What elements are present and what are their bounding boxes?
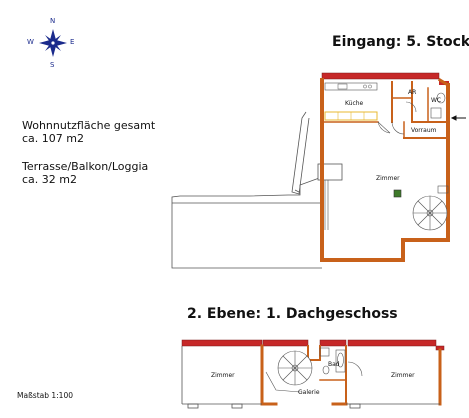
area-total-label: Wohnnutzfläche gesamt xyxy=(22,119,156,132)
room-label-kueche: Küche xyxy=(345,100,364,107)
compass-east-label: E xyxy=(70,38,75,46)
entrance-arrow-icon xyxy=(450,115,466,121)
floor1-kitchen-fixtures xyxy=(324,82,378,121)
floor2-roof-edge xyxy=(181,339,445,351)
floor1-title: Eingang: 5. Stock xyxy=(332,34,469,50)
floor2-bath-fixtures xyxy=(319,347,346,375)
floor1-fireplace xyxy=(393,189,402,198)
floor1-wc-fixtures xyxy=(377,92,446,135)
floor1-plan xyxy=(171,72,466,269)
floor1-walls xyxy=(320,77,451,262)
room-label-wc: WC xyxy=(431,97,442,104)
room-label-zimmer-right: Zimmer xyxy=(391,372,415,379)
floor1-roof-edge xyxy=(321,72,440,80)
floor2-plan xyxy=(181,339,445,409)
compass-rose-icon xyxy=(39,29,67,57)
compass-west-label: W xyxy=(27,38,34,46)
floor1-spiral-staircase xyxy=(412,185,449,231)
floor2-walls xyxy=(260,344,442,406)
scale-label: Maßstab 1:100 xyxy=(17,391,73,400)
floor2-title: 2. Ebene: 1. Dachgeschoss xyxy=(187,306,398,322)
floor2-spiral-staircase xyxy=(265,350,313,393)
compass-north-label: N xyxy=(50,17,56,25)
room-label-ar: AR xyxy=(408,89,417,96)
compass-south-label: S xyxy=(50,61,55,69)
area-total-value: ca. 107 m2 xyxy=(22,132,84,145)
room-label-vorraum: Vorraum xyxy=(411,127,437,134)
room-label-bad: Bad xyxy=(328,361,340,368)
room-label-zimmer-left: Zimmer xyxy=(211,372,235,379)
room-label-galerie: Galerie xyxy=(298,389,320,396)
floor1-terrace xyxy=(171,111,343,269)
terrace-area-label: Terrasse/Balkon/Loggia xyxy=(22,160,149,173)
room-label-zimmer: Zimmer xyxy=(376,175,400,182)
terrace-area-value: ca. 32 m2 xyxy=(22,173,77,186)
